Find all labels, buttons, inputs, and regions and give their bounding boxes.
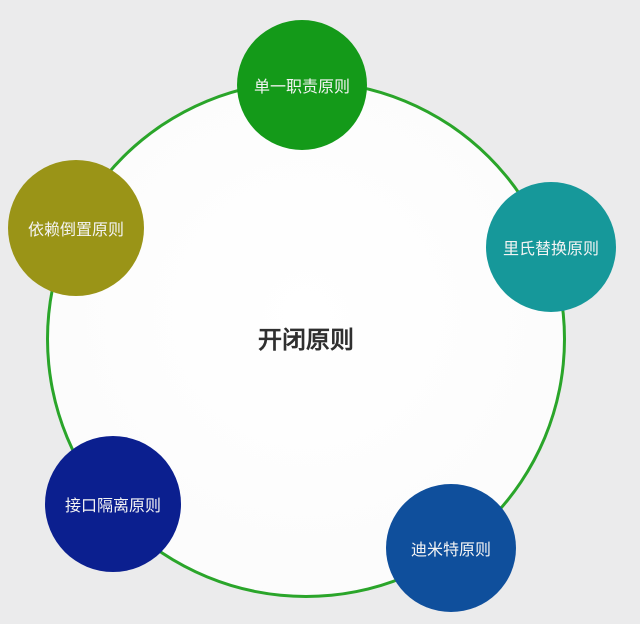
node-label: 接口隔离原则: [64, 496, 161, 515]
node-liskov-substitution: 里氏替换原则: [486, 182, 616, 312]
node-label: 单一职责原则: [253, 77, 350, 96]
node-law-of-demeter: 迪米特原则: [386, 484, 516, 612]
node-label: 里氏替换原则: [502, 239, 599, 258]
center-label: 开闭原则: [258, 326, 354, 354]
node-interface-segregation: 接口隔离原则: [45, 436, 181, 572]
node-dependency-inversion: 依赖倒置原则: [8, 160, 144, 296]
node-label: 迪米特原则: [410, 540, 491, 559]
node-label: 依赖倒置原则: [27, 220, 124, 239]
node-single-responsibility: 单一职责原则: [237, 20, 367, 150]
